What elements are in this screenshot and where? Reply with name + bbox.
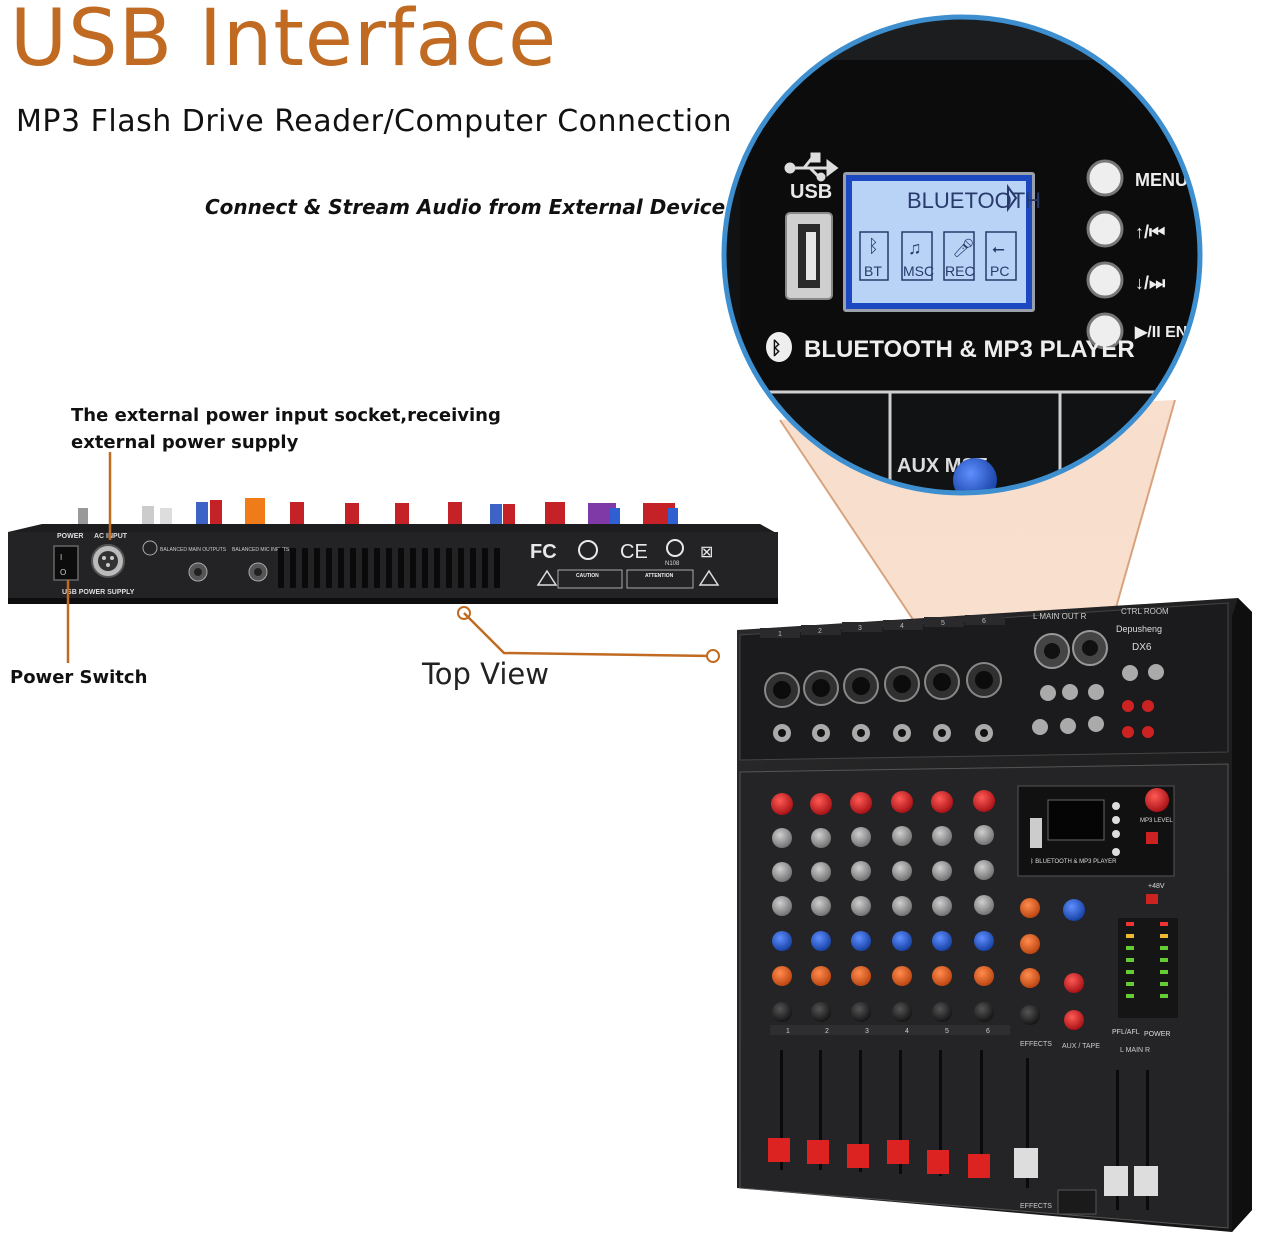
next-button-label: ↓/⏭ (1135, 273, 1166, 293)
top-view-pointer (463, 612, 713, 658)
usb-small-icon: ⭠ (992, 241, 1005, 258)
mp3-level-knob (1145, 788, 1169, 812)
svg-text:EFFECTS: EFFECTS (1020, 1203, 1052, 1210)
main-out-label: L MAIN OUT R (1033, 612, 1087, 621)
fader-ch6[interactable] (968, 1154, 990, 1178)
fader-ch4[interactable] (887, 1140, 909, 1164)
tagline: Connect & Stream Audio from External Dev… (205, 195, 738, 219)
lcd-icon-msc: MSC (903, 263, 934, 279)
mixer-lcd (1047, 799, 1105, 841)
prev-button[interactable] (1086, 210, 1124, 248)
prev-button-label: ↑/⏮ (1135, 222, 1165, 242)
power-led-label: POWER (1144, 1031, 1170, 1038)
fader-main-l[interactable] (1104, 1166, 1128, 1196)
usb-port-label: USB (790, 181, 832, 203)
rear-power-label: POWER (57, 533, 83, 540)
player-buttons: MENU ↑/⏮ ↓/⏭ ▶/II ENTER (1086, 159, 1220, 350)
pfl-afl-label: PFL/AFL (1112, 1029, 1140, 1036)
caution-label: CAUTION (576, 573, 599, 579)
fader-ch2[interactable] (807, 1140, 829, 1164)
channel-1-label: 1 (778, 631, 782, 638)
fader-ch1[interactable] (768, 1138, 790, 1162)
effects-strip-label: EFFECTS (1020, 1041, 1052, 1048)
zoom-circle-border (721, 14, 1203, 496)
usb-symbol-icon (784, 152, 839, 182)
mixer-top-view: CTRL ROOM L MAIN OUT R Depusheng DX6 1 2… (737, 598, 1252, 1232)
external-power-callout: The external power input socket,receivin… (71, 405, 501, 453)
channel-3-label: 3 (858, 625, 862, 632)
menu-button-label: MENU (1135, 170, 1188, 190)
menu-button[interactable] (1086, 159, 1124, 197)
lcd-icon-rec: REC (945, 263, 975, 279)
ul-mark-icon (578, 540, 598, 560)
svg-text:I: I (60, 553, 62, 562)
page-title: USB Interface (10, 0, 558, 84)
svg-text:4: 4 (905, 1028, 909, 1035)
svg-text:3: 3 (865, 1028, 869, 1035)
microphone-icon: 🎤︎ (952, 238, 975, 258)
next-button[interactable] (1086, 261, 1124, 299)
rear-panel: I O POWER AC INPUT USB POWER SUPPLY BALA… (8, 498, 778, 604)
page-subtitle: MP3 Flash Drive Reader/Computer Connecti… (16, 104, 732, 139)
faders (768, 1050, 1158, 1215)
svg-text:6: 6 (986, 1028, 990, 1035)
channel-2-label: 2 (818, 628, 822, 635)
power-switch[interactable] (53, 545, 79, 581)
lcd-icons: BT ᛒ MSC ♫ REC 🎤︎ PC ⭠ (859, 231, 1017, 281)
usb-zoom-detail: USB BLUETOOTH BT ᛒ MSC ♫ REC 🎤︎ PC ⭠ MEN… (724, 17, 1220, 493)
fader-ch5[interactable] (927, 1150, 949, 1174)
svg-text:2: 2 (825, 1028, 829, 1035)
svg-text:ᛒ: ᛒ (771, 338, 782, 358)
svg-text:5: 5 (945, 1028, 949, 1035)
mp3-level-label: MP3 LEVEL (1140, 818, 1173, 824)
rear-vents (278, 548, 500, 588)
fader-effects[interactable] (1014, 1148, 1038, 1178)
fader-main-r[interactable] (1134, 1166, 1158, 1196)
warning-icon (536, 569, 558, 586)
attention-label: ATTENTION (645, 573, 674, 579)
play-enter-button[interactable] (1086, 312, 1124, 350)
channel-knobs (771, 790, 995, 1022)
bluetooth-mp3-label: BLUETOOTH & MP3 PLAYER (804, 336, 1135, 363)
lcd-screen (846, 175, 1032, 309)
aux-tape-strip-label: AUX / TAPE (1062, 1043, 1100, 1050)
usb-power-supply-label: USB POWER SUPPLY (62, 589, 135, 596)
svg-text:O: O (60, 568, 66, 577)
model-label: DX6 (1132, 642, 1152, 653)
ce-mark-icon: CE (620, 541, 648, 563)
balanced-mic-inputs-label: BALANCED MIC INPUTS (232, 547, 290, 553)
channel-4-label: 4 (900, 623, 904, 630)
svg-text:1: 1 (786, 1028, 790, 1035)
channel-5-label: 5 (941, 620, 945, 627)
fader-ch3[interactable] (847, 1144, 869, 1168)
music-note-icon: ♫ (908, 238, 922, 258)
phantom-label: +48V (1148, 883, 1165, 890)
main-strip-label: L MAIN R (1120, 1047, 1150, 1054)
channel-6-label: 6 (982, 618, 986, 625)
weee-bin-icon: ⊠ (700, 544, 713, 561)
bluetooth-logo-icon (766, 332, 792, 362)
power-switch-callout: Power Switch (10, 667, 148, 688)
vu-meter (1118, 918, 1178, 1018)
n108-mark-icon (666, 539, 684, 557)
lcd-icon-pc: PC (990, 263, 1009, 279)
top-view-callout: Top View (422, 657, 549, 691)
rear-panel-top-caps (78, 498, 678, 528)
bluetooth-icon: ᛒ (868, 236, 879, 256)
balanced-main-outputs-label: BALANCED MAIN OUTPUTS (160, 547, 227, 553)
fcc-mark-icon: FC (530, 541, 557, 563)
play-enter-button-label: ▶/II ENTER (1134, 324, 1220, 341)
warning-icon-2 (698, 569, 720, 586)
svg-text:ᛒ BLUETOOTH & MP3 PLAYER: ᛒ BLUETOOTH & MP3 PLAYER (1030, 858, 1117, 865)
brand-label: Depusheng (1116, 624, 1162, 634)
ctrl-room-label: CTRL ROOM (1121, 607, 1169, 616)
input-channels-top: 1 2 3 4 5 6 (760, 615, 1164, 742)
lcd-header: BLUETOOTH (907, 188, 1041, 213)
svg-text:N108: N108 (665, 561, 680, 567)
lcd-icon-bt: BT (864, 263, 882, 279)
